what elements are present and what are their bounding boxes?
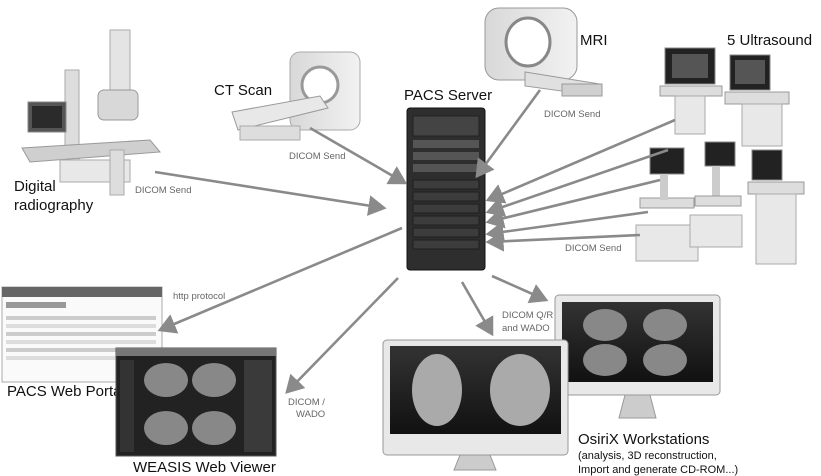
arrow-mri-to-pacs <box>475 89 542 179</box>
pacs-server-icon <box>406 107 486 271</box>
ultrasound-label: 5 Ultrasound <box>727 32 812 49</box>
arrows <box>154 89 676 394</box>
edge-label-dicom-send-ultrasound: DICOM Send <box>565 243 622 254</box>
ct-scanner-icon <box>231 51 361 141</box>
arrow-pacs-to-web-portal <box>157 226 403 334</box>
ct-scan-label: CT Scan <box>214 82 272 99</box>
arrow-us2-to-pacs <box>485 148 669 217</box>
pacs-server-label: PACS Server <box>404 87 492 104</box>
edge-label-dicom-send-radiography: DICOM Send <box>135 185 192 196</box>
digital-radiography-label-line2: radiography <box>14 197 94 214</box>
mri-machine-icon <box>484 7 603 97</box>
arrow-pacs-to-weasis <box>285 277 399 394</box>
arrow-us5-to-pacs <box>485 230 641 252</box>
osirix-label: OsiriX Workstations <box>578 431 709 448</box>
edge-label-dicom-qr-2: and WADO <box>502 323 550 334</box>
edge-label-dicom-send-ct: DICOM Send <box>289 151 346 162</box>
arrow-us4-to-pacs <box>485 210 649 243</box>
osirix-sub-line2: Import and generate CD-ROM...) <box>578 464 738 476</box>
edge-label-dicom-wado-1: DICOM / <box>288 397 325 408</box>
edge-label-dicom-qr-1: DICOM Q/R <box>502 310 553 321</box>
arrow-us3-to-pacs <box>485 178 661 229</box>
osirix-workstations-icon <box>382 294 721 471</box>
digital-radiography-machine-icon <box>21 29 162 196</box>
ultrasound-machines-icon <box>635 47 805 265</box>
arrow-pacs-to-osirix-back <box>491 274 549 304</box>
arrow-us1-to-pacs <box>485 118 676 204</box>
edge-label-http-protocol: http protocol <box>173 291 225 302</box>
pacs-web-portal-screenshot-icon <box>1 286 163 383</box>
mri-label: MRI <box>580 32 608 49</box>
osirix-sub-line1: (analysis, 3D reconstruction, <box>578 450 717 462</box>
arrow-ct-to-pacs <box>309 126 408 185</box>
digital-radiography-label-line1: Digital <box>14 178 56 195</box>
arrow-radiography-to-pacs <box>154 170 387 216</box>
pacs-web-portal-label: PACS Web Portal <box>7 383 125 400</box>
arrow-pacs-to-osirix-front <box>460 281 494 337</box>
weasis-viewer-screenshot-icon <box>115 347 277 457</box>
edge-label-dicom-send-mri: DICOM Send <box>544 109 601 120</box>
edge-label-dicom-wado-2: WADO <box>296 409 325 420</box>
weasis-label: WEASIS Web Viewer <box>133 459 276 476</box>
